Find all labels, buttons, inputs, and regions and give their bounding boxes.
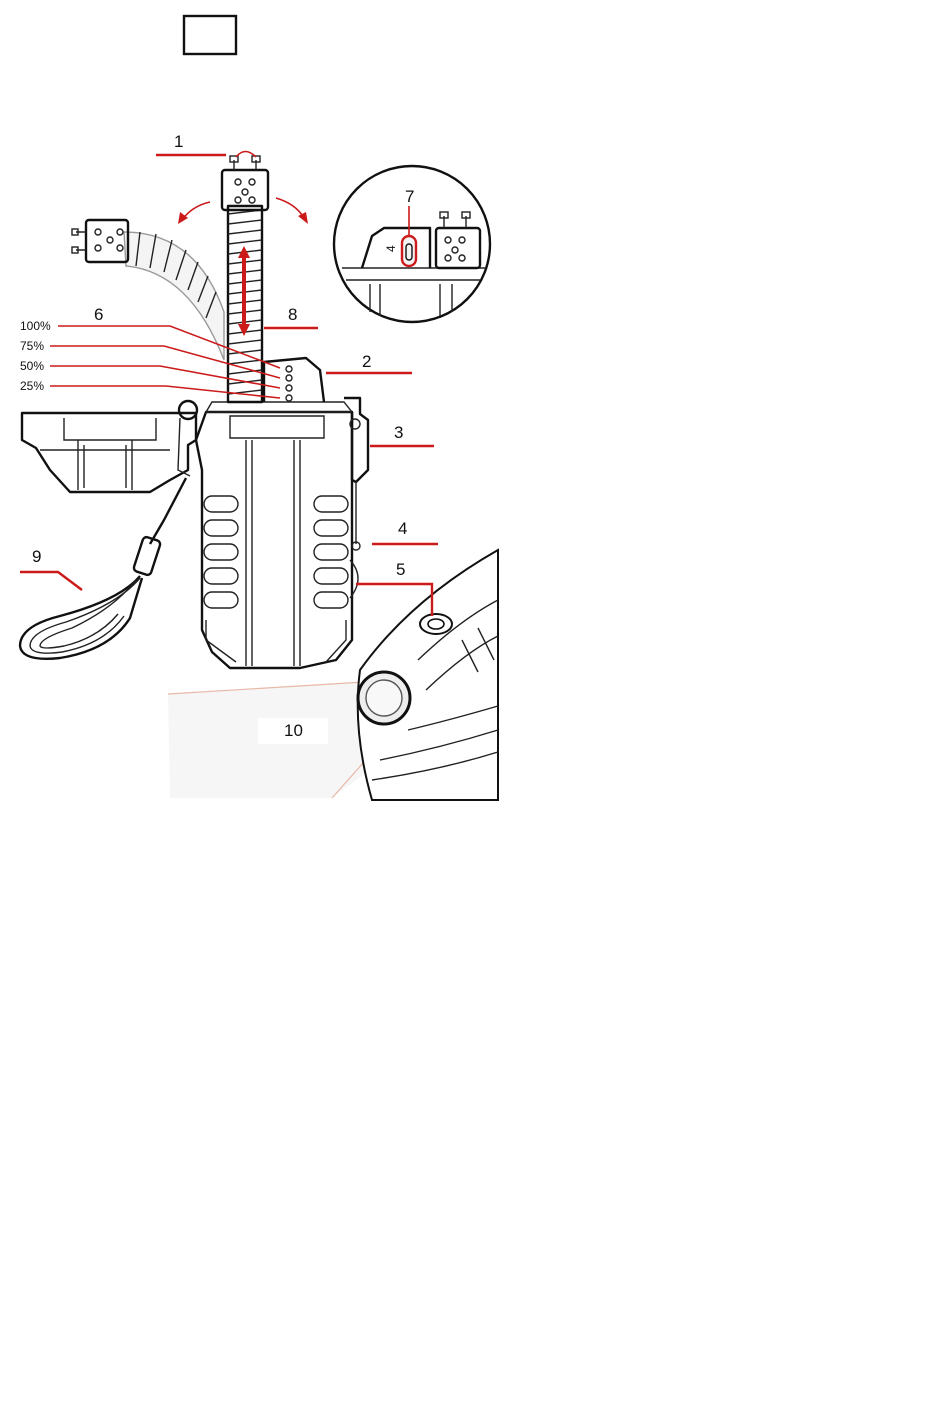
battery-level-75: 75% (20, 339, 44, 353)
battery-level-50: 50% (20, 359, 44, 373)
callout-9: 9 (32, 547, 41, 566)
callout-7: 7 (405, 187, 414, 206)
callout-4: 4 (398, 519, 407, 538)
callout-6: 6 (94, 305, 103, 324)
callout-1: 1 (174, 132, 183, 151)
lanyard (20, 478, 186, 659)
svg-text:4: 4 (384, 245, 398, 252)
lighter-body (196, 402, 358, 668)
flex-neck (228, 206, 262, 402)
bottom-zoom-view (168, 550, 498, 800)
callout-5: 5 (396, 560, 405, 579)
callout-10: 10 (284, 721, 303, 740)
bent-neck-ghost (72, 220, 224, 360)
callout-2: 2 (362, 352, 371, 371)
battery-level-100: 100% (20, 319, 51, 333)
callout-3: 3 (394, 423, 403, 442)
battery-level-25: 25% (20, 379, 44, 393)
callout-8: 8 (288, 305, 297, 324)
side-clip (22, 413, 196, 492)
header-box (184, 16, 236, 54)
igniter-head (222, 152, 268, 211)
